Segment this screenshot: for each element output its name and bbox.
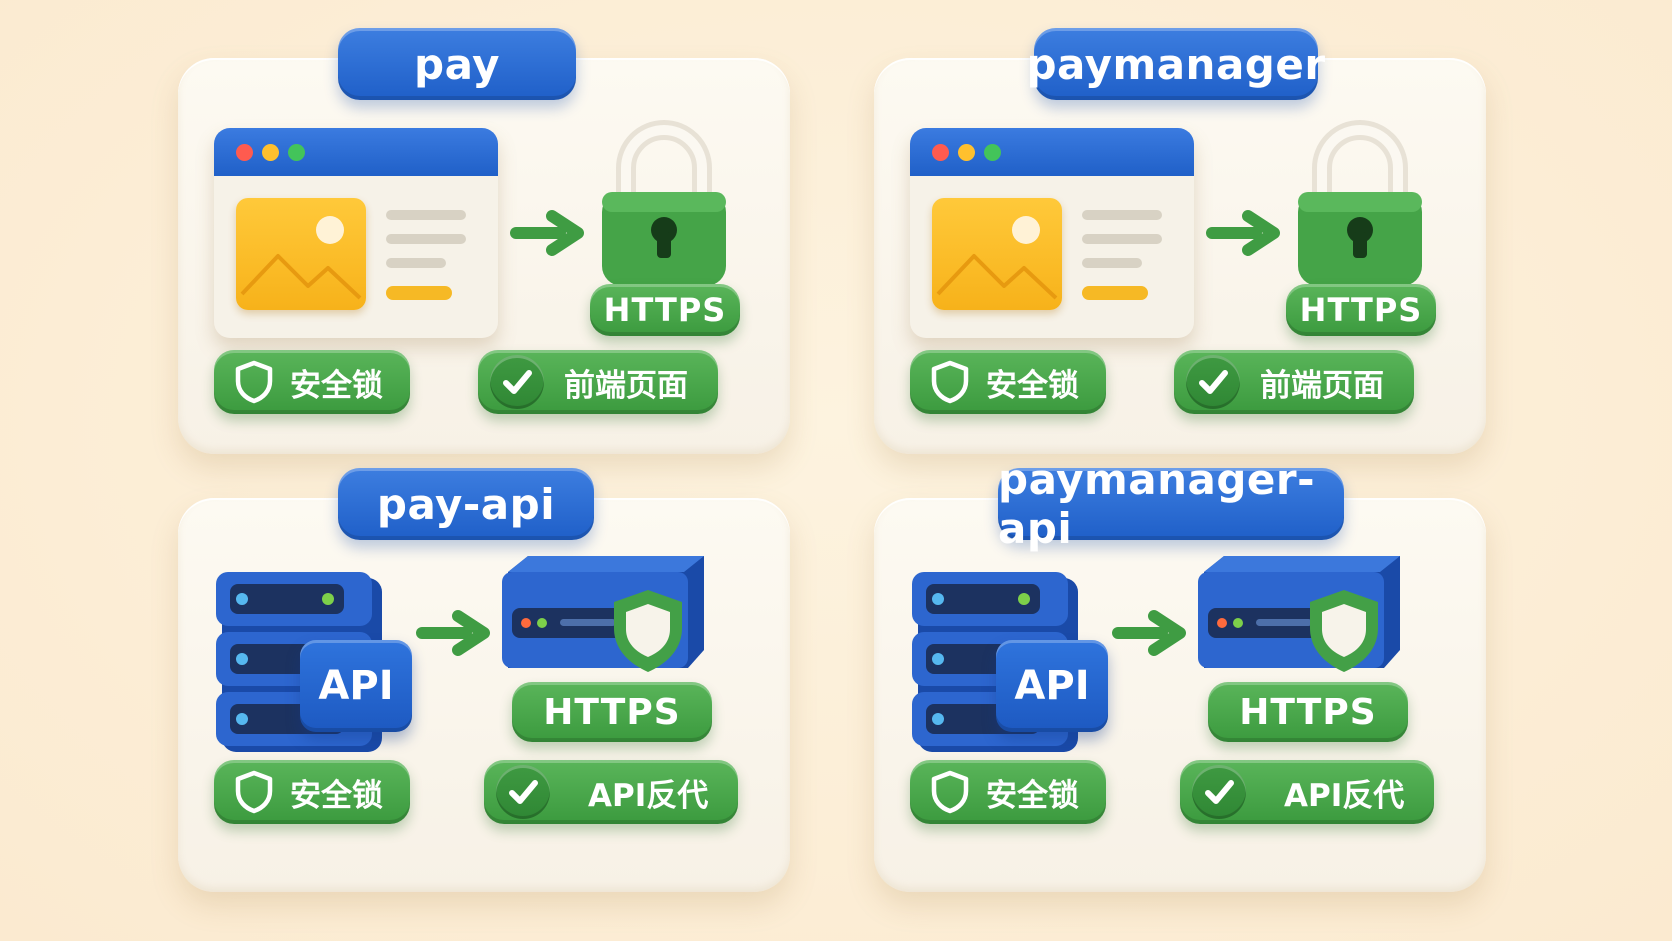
secure-server-icon — [1198, 556, 1400, 672]
https-badge: HTTPS — [1208, 682, 1408, 742]
card-paymanager: paymanager HTTPS — [874, 28, 1486, 454]
shield-icon — [931, 360, 969, 404]
https-label: HTTPS — [603, 291, 727, 329]
api-label: API — [318, 663, 394, 709]
security-lock-badge: 安全锁 — [910, 350, 1106, 414]
browser-window-icon — [214, 128, 498, 338]
security-lock-badge: 安全锁 — [910, 760, 1106, 824]
shield-icon — [931, 770, 969, 814]
api-badge: API — [996, 640, 1108, 732]
card-paymanager-api: paymanager-api API HTTPS 安全锁 — [874, 455, 1486, 892]
check-icon — [1192, 765, 1246, 819]
https-label: HTTPS — [543, 691, 681, 733]
padlock-icon — [1298, 120, 1422, 286]
card-title: paymanager — [1026, 28, 1325, 100]
frontend-page-badge: 前端页面 — [478, 350, 718, 414]
security-lock-badge: 安全锁 — [214, 350, 410, 414]
api-proxy-badge: API反代 — [1180, 760, 1434, 824]
badge-right-label: API反代 — [588, 777, 709, 814]
check-icon — [490, 355, 544, 409]
api-badge: API — [300, 640, 412, 732]
check-icon — [496, 765, 550, 819]
arrow-right-icon — [1112, 610, 1186, 656]
api-proxy-badge: API反代 — [484, 760, 738, 824]
security-lock-badge: 安全锁 — [214, 760, 410, 824]
card-title: pay — [338, 28, 576, 100]
api-label: API — [1014, 663, 1090, 709]
padlock-icon — [602, 120, 726, 286]
browser-window-icon — [910, 128, 1194, 338]
badge-left-label: 安全锁 — [290, 777, 383, 814]
image-icon — [236, 198, 366, 310]
badge-right-label: API反代 — [1284, 777, 1405, 814]
check-icon — [1186, 355, 1240, 409]
https-label: HTTPS — [1239, 691, 1377, 733]
badge-left-label: 安全锁 — [986, 367, 1079, 404]
frontend-page-badge: 前端页面 — [1174, 350, 1414, 414]
shield-icon — [235, 770, 273, 814]
card-title: pay-api — [338, 468, 594, 540]
secure-server-icon — [502, 556, 704, 672]
badge-right-label: 前端页面 — [1260, 367, 1384, 404]
https-badge: HTTPS — [590, 284, 740, 336]
badge-left-label: 安全锁 — [290, 367, 383, 404]
image-icon — [932, 198, 1062, 310]
https-badge: HTTPS — [512, 682, 712, 742]
badge-right-label: 前端页面 — [564, 367, 688, 404]
arrow-right-icon — [510, 210, 584, 256]
https-label: HTTPS — [1299, 291, 1423, 329]
card-pay: pay HTTPS — [178, 28, 790, 454]
shield-icon — [235, 360, 273, 404]
card-pay-api: pay-api API HTTPS 安全锁 — [178, 468, 790, 892]
https-badge: HTTPS — [1286, 284, 1436, 336]
badge-left-label: 安全锁 — [986, 777, 1079, 814]
arrow-right-icon — [1206, 210, 1280, 256]
arrow-right-icon — [416, 610, 490, 656]
card-title: paymanager-api — [998, 455, 1344, 553]
